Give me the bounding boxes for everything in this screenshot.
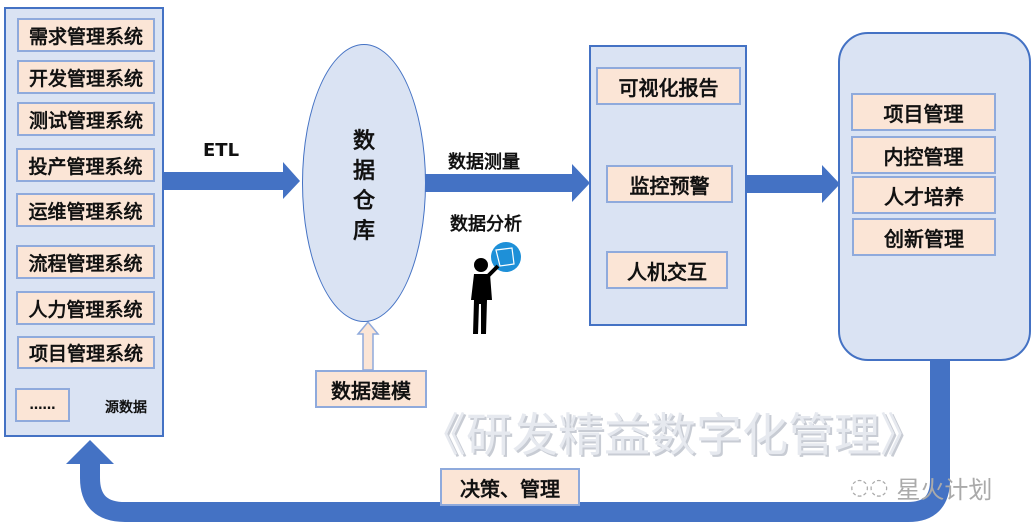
wechat-icon: ◌◌ (850, 475, 889, 500)
mgmt-item-project: 项目管理 (851, 93, 996, 131)
decision-arrow (746, 165, 840, 203)
mgmt-item-talent: 人才培养 (852, 176, 996, 214)
modeling-arrow (356, 320, 380, 371)
source-item-process: 流程管理系统 (16, 245, 155, 279)
output-item-interaction: 人机交互 (606, 251, 728, 289)
source-item-operations: 运维管理系统 (16, 193, 155, 227)
source-item-testing: 测试管理系统 (17, 102, 155, 136)
output-item-monitoring: 监控预警 (606, 165, 733, 203)
data-analysis-label: 数据分析 (450, 214, 522, 235)
brand-name: 星火计划 (896, 476, 993, 504)
source-item-project: 项目管理系统 (17, 336, 155, 369)
etl-arrow (163, 162, 300, 199)
data-modeling-box: 数据建模 (315, 370, 427, 408)
source-item-development: 开发管理系统 (17, 60, 155, 94)
watermark-title: 《研发精益数字化管理》 (420, 408, 926, 462)
measure-arrow (425, 164, 590, 202)
output-item-visual-report: 可视化报告 (596, 67, 741, 105)
etl-label: ETL (203, 140, 240, 161)
data-measure-label: 数据测量 (448, 152, 520, 173)
source-item-more: …… (15, 388, 70, 422)
feedback-loop-arrow (80, 360, 950, 522)
decision-management-box: 决策、管理 (440, 468, 580, 506)
source-item-hr: 人力管理系统 (16, 291, 155, 325)
brand-watermark: ◌◌ 星火计划 (850, 470, 992, 505)
data-warehouse-label: 数据仓库 (353, 129, 376, 244)
data-warehouse: 数据仓库 (302, 44, 426, 322)
mgmt-item-internal-control: 内控管理 (851, 136, 996, 174)
source-item-production: 投产管理系统 (16, 148, 155, 182)
feedback-arrow-head (66, 440, 114, 464)
source-item-requirements: 需求管理系统 (17, 18, 155, 52)
mgmt-item-innovation: 创新管理 (852, 218, 996, 256)
source-data-caption: 源数据 (105, 400, 147, 416)
